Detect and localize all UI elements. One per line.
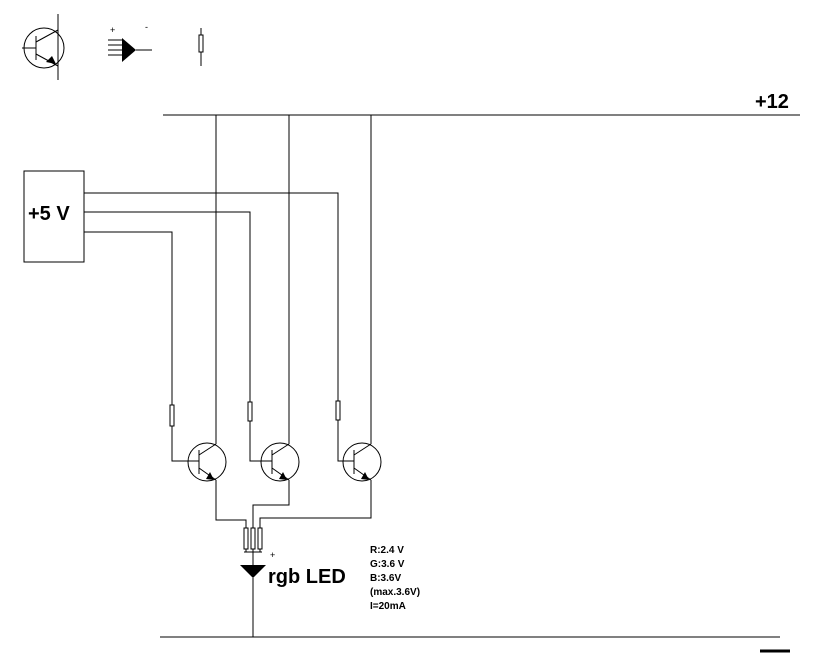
legend-led-icon: + - (108, 22, 152, 62)
led-specs: R:2.4 V G:3.6 V B:3.6V (max.3.6V) I=20mA (370, 545, 420, 612)
base-resistor-1 (169, 404, 175, 427)
transistor-2 (258, 442, 300, 482)
led-label: rgb LED (268, 566, 346, 588)
supply-5v-box (23, 170, 85, 263)
transistor-1 (186, 442, 227, 482)
base-wires (84, 192, 343, 462)
led-plus: + (270, 550, 275, 560)
legend-transistor-icon (22, 14, 65, 80)
transistor-3 (342, 442, 382, 482)
supply-5v-label: +5 V (28, 203, 70, 225)
legend-resistor-icon (198, 28, 204, 66)
led-resistor-r (243, 527, 249, 550)
spec-max: (max.3.6V) (370, 587, 420, 598)
led-resistor-g (250, 527, 256, 550)
base-resistor-2 (247, 401, 253, 422)
rgb-led-icon (240, 551, 266, 637)
spec-b: B:3.6V (370, 573, 401, 584)
collector-wires (215, 115, 372, 444)
emitter-wires (215, 480, 372, 552)
spec-r: R:2.4 V (370, 545, 404, 556)
rail-12v-label: +12 (755, 91, 789, 113)
legend-plus: + (110, 25, 115, 35)
base-resistor-3 (335, 400, 341, 421)
legend-minus: - (145, 22, 148, 32)
spec-g: G:3.6 V (370, 559, 405, 570)
spec-current: I=20mA (370, 601, 406, 612)
led-resistor-b (257, 527, 263, 550)
